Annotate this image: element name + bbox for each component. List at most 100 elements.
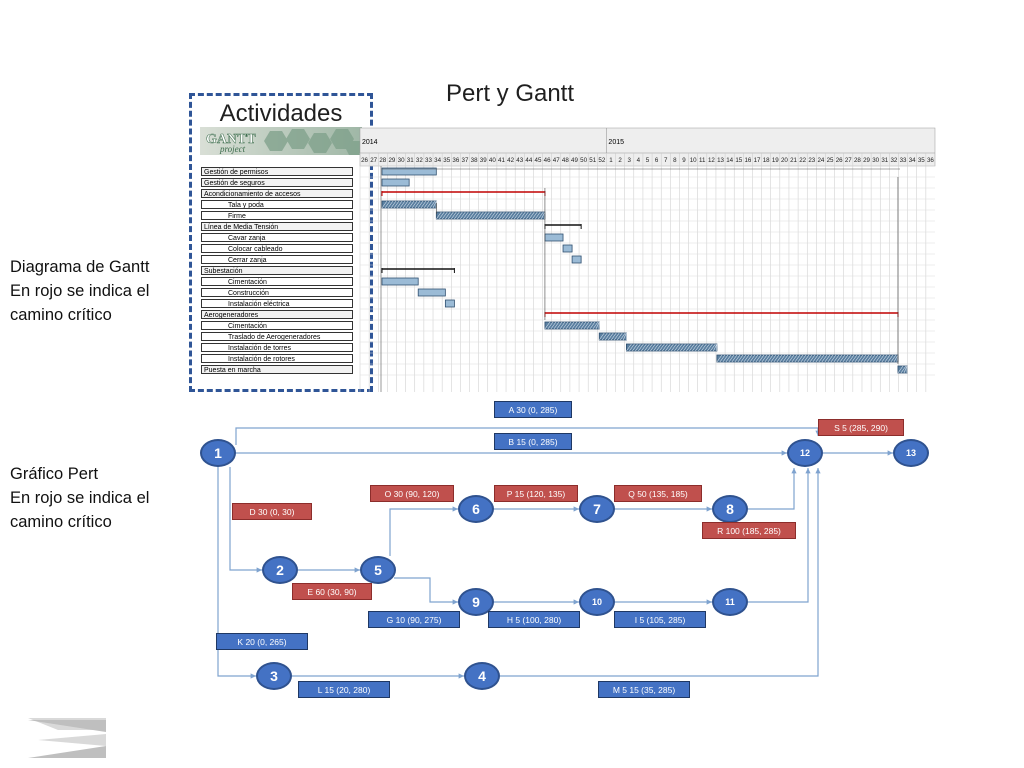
gantt-task-hatch — [815, 354, 822, 363]
gantt-task-row[interactable]: Construcción — [201, 288, 353, 297]
gantt-task-hatch — [604, 332, 611, 341]
gantt-task-hatch — [532, 211, 538, 220]
gantt-week-label: 23 — [808, 157, 815, 164]
gantt-week-label: 8 — [673, 157, 677, 164]
gantt-task-hatch — [806, 354, 813, 363]
gantt-task-row[interactable]: Puesta en marcha — [201, 365, 353, 374]
gantt-task-hatch — [692, 343, 698, 352]
gantt-task-hatch — [903, 365, 908, 374]
pert-arrowhead — [452, 599, 458, 605]
gantt-task-row[interactable]: Tala y poda — [201, 200, 353, 209]
gantt-task-hatch — [758, 354, 765, 363]
pert-activity-label: E 60 (30, 90) — [292, 583, 372, 600]
gantt-task-hatch — [641, 343, 647, 352]
pert-caption-line: Gráfico Pert — [10, 465, 99, 483]
gantt-task-row[interactable]: Firme — [201, 211, 353, 220]
gantt-task-hatch — [432, 200, 437, 209]
gantt-task-hatch — [526, 211, 532, 220]
gantt-task-hatch — [490, 211, 496, 220]
gantt-task-hatch — [487, 211, 493, 220]
pert-node[interactable]: 5 — [360, 556, 396, 584]
gantt-task-hatch — [613, 332, 620, 341]
gantt-week-label: 29 — [863, 157, 870, 164]
gantt-week-label: 33 — [425, 157, 432, 164]
pert-node[interactable]: 10 — [579, 588, 615, 616]
gantt-task-row[interactable]: Traslado de Aerogeneradores — [201, 332, 353, 341]
gantt-task-row[interactable]: Cimentación — [201, 277, 353, 286]
pert-node[interactable]: 2 — [262, 556, 298, 584]
gantt-task-row[interactable]: Aerogeneradores — [201, 310, 353, 319]
gantt-task-hatch — [562, 321, 569, 330]
gantt-task-hatch — [695, 343, 701, 352]
gantt-task-row[interactable]: Línea de Media Tensión — [201, 222, 353, 231]
pert-node[interactable]: 3 — [256, 662, 292, 690]
pert-arrowhead — [354, 567, 360, 573]
gantt-task-row[interactable]: Gestión de permisos — [201, 167, 353, 176]
gantt-task-hatch — [890, 354, 897, 363]
gantt-task-row[interactable]: Instalación de rotores — [201, 354, 353, 363]
gantt-task-hatch — [583, 321, 590, 330]
pert-node[interactable]: 7 — [579, 495, 615, 523]
pert-caption: Gráfico Pert En rojo se indica el camino… — [10, 462, 149, 534]
gantt-task-hatch — [423, 200, 430, 209]
gantt-task-row[interactable]: Instalación de torres — [201, 343, 353, 352]
gantt-task-hatch — [779, 354, 786, 363]
gantt-task-hatch — [740, 354, 747, 363]
gantt-week-label: 49 — [571, 157, 578, 164]
gantt-task-row[interactable]: Cimentación — [201, 321, 353, 330]
gantt-task-row[interactable]: Acondicionamiento de accesos — [201, 189, 353, 198]
pert-activity-label: B 15 (0, 285) — [494, 433, 572, 450]
gantt-task-row[interactable]: Colocar cableado — [201, 244, 353, 253]
gantt-task-hatch — [399, 200, 406, 209]
pert-arrow — [394, 577, 458, 603]
gantt-task-hatch — [767, 354, 774, 363]
gantt-task-hatch — [541, 211, 546, 220]
pert-node[interactable]: 6 — [458, 495, 494, 523]
gantt-task-hatch — [716, 354, 723, 363]
gantt-task-hatch — [857, 354, 864, 363]
gantt-task-hatch — [755, 354, 762, 363]
gantt-task-hatch — [782, 354, 789, 363]
gantt-task-bar — [444, 299, 455, 308]
gantt-week-label: 20 — [781, 157, 788, 164]
gantt-week-label: 11 — [699, 157, 706, 164]
pert-arrow — [217, 467, 256, 677]
corner-logo — [28, 718, 108, 758]
pert-node[interactable]: 8 — [712, 495, 748, 523]
gantt-task-hatch — [800, 354, 807, 363]
gantt-task-hatch — [577, 321, 584, 330]
pert-arrowhead — [791, 468, 797, 474]
gantt-week-label: 1 — [609, 157, 613, 164]
gantt-week-label: 35 — [443, 157, 450, 164]
gantt-task-hatch — [638, 343, 644, 352]
pert-node[interactable]: 1 — [200, 439, 236, 467]
gantt-week-label: 37 — [462, 157, 469, 164]
gantt-week-label: 38 — [471, 157, 478, 164]
pert-activity-label: Q 50 (135, 185) — [614, 485, 702, 502]
gantt-task-row[interactable]: Cavar zanja — [201, 233, 353, 242]
gantt-task-hatch — [520, 211, 526, 220]
gantt-task-hatch — [544, 321, 551, 330]
gantt-task-row[interactable]: Instalación eléctrica — [201, 299, 353, 308]
gantt-week-label: 29 — [388, 157, 395, 164]
pert-node[interactable]: 4 — [464, 662, 500, 690]
gantt-task-bar — [381, 277, 419, 286]
pert-node[interactable]: 11 — [712, 588, 748, 616]
pert-node[interactable]: 12 — [787, 439, 823, 467]
gantt-week-label: 31 — [881, 157, 888, 164]
gantt-task-hatch — [770, 354, 777, 363]
gantt-task-hatch — [746, 354, 753, 363]
gantt-task-row[interactable]: Gestión de seguros — [201, 178, 353, 187]
gantt-task-hatch — [683, 343, 689, 352]
pert-arrowhead — [805, 468, 811, 474]
gantt-task-hatch — [686, 343, 692, 352]
gantt-task-hatch — [463, 211, 469, 220]
gantt-task-row[interactable]: Cerrar zanja — [201, 255, 353, 264]
gantt-task-hatch — [680, 343, 686, 352]
gantt-task-hatch — [881, 354, 888, 363]
gantt-task-hatch — [897, 365, 904, 374]
gantt-task-hatch — [523, 211, 529, 220]
pert-node[interactable]: 13 — [893, 439, 929, 467]
pert-arrow — [748, 468, 809, 603]
gantt-task-row[interactable]: Subestación — [201, 266, 353, 275]
